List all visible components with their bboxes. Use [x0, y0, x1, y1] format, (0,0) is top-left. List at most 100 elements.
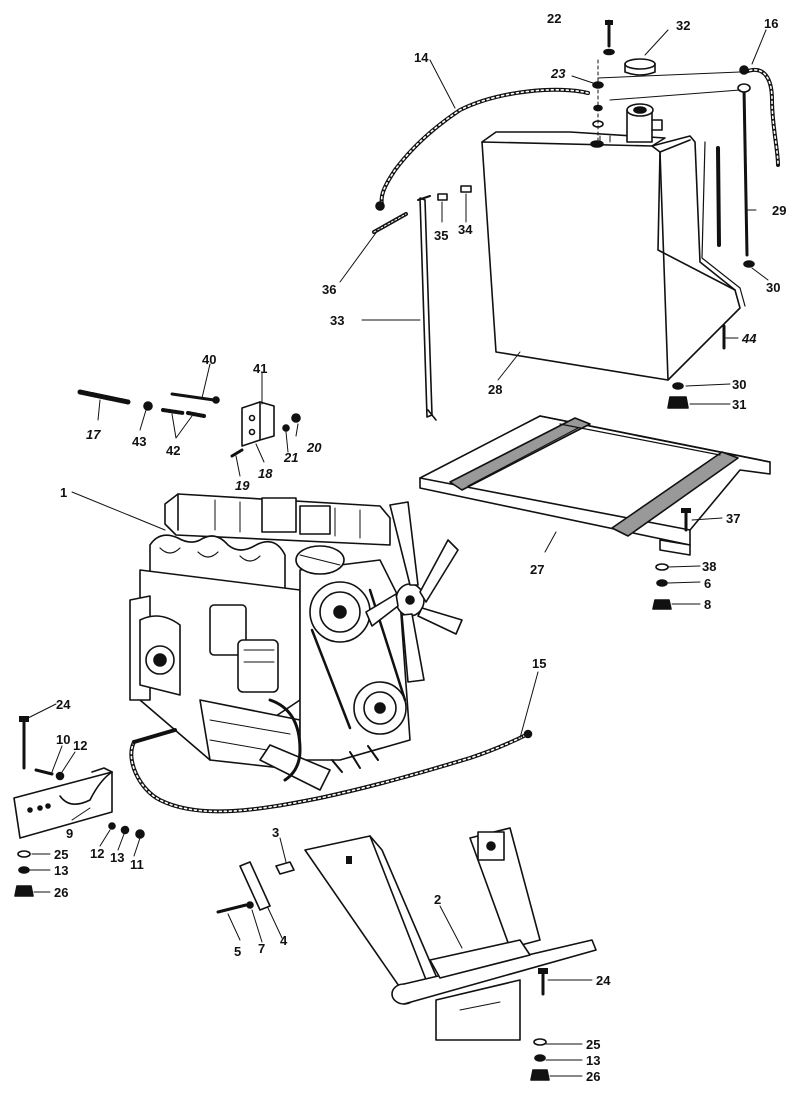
fuel-tank: [481, 103, 746, 381]
callout-17: 17: [86, 427, 101, 442]
callout-25a: 25: [54, 847, 68, 862]
rod-40: [170, 392, 220, 404]
washer-13: [120, 825, 130, 835]
banjo-bolt-36: [372, 212, 408, 234]
washer-43: [143, 401, 153, 411]
callout-29: 29: [772, 203, 786, 218]
callout-5: 5: [234, 944, 241, 959]
callout-6: 6: [704, 576, 711, 591]
washer-7: [246, 901, 254, 909]
washer-25b: [533, 1038, 547, 1046]
callout-20: 20: [306, 440, 322, 455]
callout-40: 40: [202, 352, 216, 367]
nut-31: [667, 396, 689, 409]
callout-10: 10: [56, 732, 70, 747]
nut-11: [135, 829, 145, 839]
level-tube: [716, 146, 721, 247]
callout-27: 27: [530, 562, 544, 577]
callout-16: 16: [764, 16, 778, 31]
callout-19: 19: [235, 478, 250, 493]
callout-30b: 30: [732, 377, 746, 392]
callout-9: 9: [66, 826, 73, 841]
cooling-fan: [365, 501, 463, 683]
callout-8: 8: [704, 597, 711, 612]
washer-12b: [108, 822, 116, 830]
spring-42: [161, 408, 206, 418]
bolt-19: [230, 448, 244, 458]
bolt-5: [216, 903, 248, 914]
callout-28: 28: [488, 382, 502, 397]
fuel-pipe-33: [417, 195, 437, 421]
callout-24a: 24: [56, 697, 71, 712]
nut-26: [14, 885, 34, 897]
washer-12: [55, 771, 65, 781]
assembly-leader: [597, 71, 741, 101]
callout-32: 32: [676, 18, 690, 33]
washer-30: [672, 382, 684, 390]
fuel-hose-14: [375, 87, 590, 211]
callout-7: 7: [258, 941, 265, 956]
callout-12b: 12: [90, 846, 104, 861]
callout-21: 21: [283, 450, 298, 465]
engine: [129, 493, 411, 791]
nut-26b: [530, 1069, 550, 1081]
fuel-gauge-rod-29: [737, 83, 755, 268]
callout-labels: 22 32 16 14 23 29 35 34 36 30 33 44 28 3…: [54, 11, 786, 1084]
bolt-37: [681, 508, 691, 532]
fuel-hose-15: [129, 728, 533, 814]
bolt-24: [19, 716, 29, 770]
callout-26a: 26: [54, 885, 68, 900]
callout-37: 37: [726, 511, 740, 526]
washer-13b: [534, 1054, 546, 1062]
spacer-3: [275, 861, 295, 875]
washer-21: [282, 424, 290, 432]
bolt-24b: [538, 968, 548, 996]
tank-support-frame: [419, 415, 771, 556]
callout-31: 31: [732, 397, 746, 412]
callout-41: 41: [253, 361, 267, 376]
callout-11: 11: [130, 857, 144, 872]
callout-13c: 13: [586, 1053, 600, 1068]
callout-3: 3: [272, 825, 279, 840]
washer-13c: [18, 866, 30, 874]
callout-18: 18: [258, 466, 273, 481]
washer-25: [17, 850, 31, 858]
callout-42: 42: [166, 443, 180, 458]
engine-mount-bracket: [13, 767, 113, 839]
callout-14: 14: [414, 50, 429, 65]
callout-38: 38: [702, 559, 716, 574]
washer-stack-23: [592, 59, 604, 141]
callout-26b: 26: [586, 1069, 600, 1084]
callout-15: 15: [532, 656, 546, 671]
callout-43: 43: [132, 434, 146, 449]
callout-13a: 13: [110, 850, 124, 865]
engine-cradle: [304, 827, 597, 1041]
fitting-34: [460, 185, 472, 193]
fitting-35: [437, 193, 448, 201]
washer-6: [656, 579, 668, 587]
callout-23: 23: [550, 66, 566, 81]
nut-20: [291, 413, 301, 423]
callout-4: 4: [280, 933, 288, 948]
fuel-hose-16: [739, 65, 780, 167]
nut-8: [652, 599, 672, 610]
callout-25b: 25: [586, 1037, 600, 1052]
strap-plate-4: [239, 861, 271, 911]
callout-44: 44: [741, 331, 757, 346]
callout-35: 35: [434, 228, 448, 243]
callout-13b: 13: [54, 863, 68, 878]
washer-38: [655, 563, 669, 571]
callout-33: 33: [330, 313, 344, 328]
callout-22: 22: [547, 11, 561, 26]
callout-36: 36: [322, 282, 336, 297]
bolt-10: [34, 768, 54, 776]
callout-2: 2: [434, 892, 441, 907]
callout-24b: 24: [596, 973, 611, 988]
leader-lines: [27, 19, 769, 1077]
callout-12a: 12: [73, 738, 87, 753]
callout-30a: 30: [766, 280, 780, 295]
callout-34: 34: [458, 222, 473, 237]
filler-cap: [624, 58, 656, 76]
bracket-plate-18: [241, 401, 275, 447]
